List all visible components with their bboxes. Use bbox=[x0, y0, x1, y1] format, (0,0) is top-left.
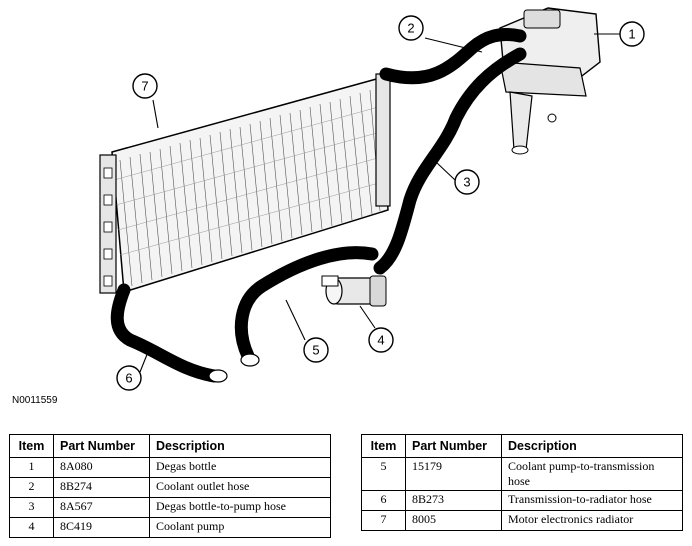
parts-table-left: Item Part Number Description 1 8A080 Deg… bbox=[9, 434, 331, 538]
leader-5 bbox=[285, 299, 306, 341]
table-row: 5 15179 Coolant pump-to-transmission hos… bbox=[361, 457, 683, 491]
degas-to-pump-hose bbox=[373, 47, 527, 275]
leader-4 bbox=[359, 305, 376, 329]
degas-bottle bbox=[499, 7, 601, 155]
item-cell: 3 bbox=[9, 497, 54, 518]
description-cell: Coolant outlet hose bbox=[149, 477, 331, 498]
svg-text:6: 6 bbox=[125, 371, 132, 386]
part-number-cell: 15179 bbox=[405, 457, 502, 491]
description-cell: Coolant pump-to-transmission hose bbox=[501, 457, 683, 491]
table-row: 6 8B273 Transmission-to-radiator hose bbox=[361, 490, 683, 511]
table-row: 2 8B274 Coolant outlet hose bbox=[9, 477, 331, 498]
svg-text:2: 2 bbox=[407, 21, 414, 36]
callout-6: 6 bbox=[116, 365, 142, 391]
table-row: 1 8A080 Degas bottle bbox=[9, 457, 331, 478]
figure-id: N0011559 bbox=[12, 395, 58, 406]
callout-3: 3 bbox=[454, 169, 480, 195]
coolant-pump bbox=[321, 275, 387, 307]
header-description: Description bbox=[501, 434, 683, 458]
coolant-outlet-hose bbox=[379, 28, 527, 85]
leader-2 bbox=[424, 37, 483, 53]
item-cell: 5 bbox=[361, 457, 406, 491]
svg-text:1: 1 bbox=[628, 27, 635, 42]
parts-table-right: Item Part Number Description 5 15179 Coo… bbox=[361, 434, 683, 531]
item-cell: 4 bbox=[9, 517, 54, 538]
description-cell: Transmission-to-radiator hose bbox=[501, 490, 683, 511]
table-row: 7 8005 Motor electronics radiator bbox=[361, 510, 683, 531]
transmission-to-radiator-hose bbox=[110, 283, 228, 383]
part-number-cell: 8A080 bbox=[53, 457, 150, 478]
header-item: Item bbox=[361, 434, 406, 458]
table-header-row: Item Part Number Description bbox=[361, 434, 683, 458]
description-cell: Coolant pump bbox=[149, 517, 331, 538]
callout-7: 7 bbox=[132, 73, 158, 99]
header-part-number: Part Number bbox=[53, 434, 150, 458]
part-number-cell: 8C419 bbox=[53, 517, 150, 538]
callout-4: 4 bbox=[368, 327, 394, 353]
item-cell: 7 bbox=[361, 510, 406, 531]
svg-text:5: 5 bbox=[312, 343, 319, 358]
description-cell: Degas bottle-to-pump hose bbox=[149, 497, 331, 518]
cooling-system-diagram: 1 2 3 4 5 6 7 bbox=[99, 7, 645, 391]
callout-5: 5 bbox=[303, 337, 329, 363]
leader-7 bbox=[152, 99, 159, 129]
description-cell: Degas bottle bbox=[149, 457, 331, 478]
item-cell: 1 bbox=[9, 457, 54, 478]
svg-text:7: 7 bbox=[141, 79, 148, 94]
part-number-cell: 8B273 bbox=[405, 490, 502, 511]
table-row: 4 8C419 Coolant pump bbox=[9, 517, 331, 538]
table-header-row: Item Part Number Description bbox=[9, 434, 331, 458]
callout-2: 2 bbox=[398, 15, 424, 41]
header-description: Description bbox=[149, 434, 331, 458]
header-part-number: Part Number bbox=[405, 434, 502, 458]
part-number-cell: 8005 bbox=[405, 510, 502, 531]
part-number-cell: 8A567 bbox=[53, 497, 150, 518]
leader-3 bbox=[435, 161, 456, 181]
radiator bbox=[99, 73, 391, 294]
item-cell: 2 bbox=[9, 477, 54, 498]
pump-to-transmission-hose bbox=[234, 246, 379, 367]
table-row: 3 8A567 Degas bottle-to-pump hose bbox=[9, 497, 331, 518]
part-number-cell: 8B274 bbox=[53, 477, 150, 498]
item-cell: 6 bbox=[361, 490, 406, 511]
description-cell: Motor electronics radiator bbox=[501, 510, 683, 531]
leader-6 bbox=[139, 351, 149, 373]
svg-text:4: 4 bbox=[377, 333, 384, 348]
header-item: Item bbox=[9, 434, 54, 458]
svg-text:3: 3 bbox=[463, 175, 470, 190]
callout-1: 1 bbox=[619, 21, 645, 47]
